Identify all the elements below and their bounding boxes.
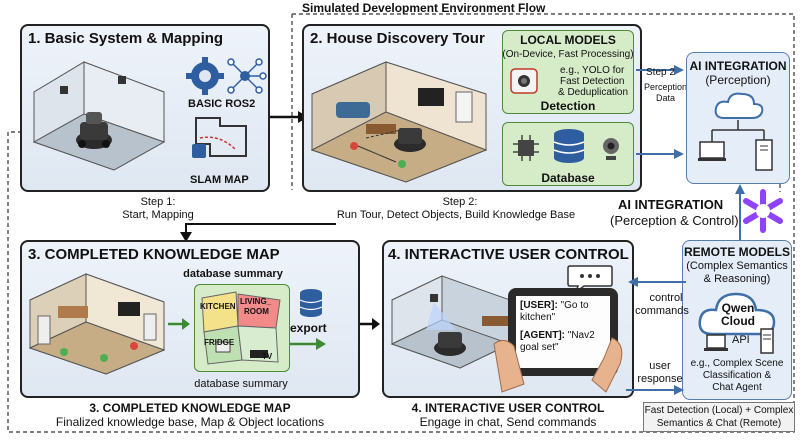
- robot-room-illustration: [390, 275, 512, 369]
- slam-map-label: SLAM MAP: [190, 174, 249, 186]
- arrow-panel2-to-panel3: [180, 223, 336, 242]
- chat-user-line2: kitchen": [520, 312, 556, 323]
- semantic-room-map: [201, 291, 281, 365]
- network-computers-icon: [698, 120, 773, 171]
- yolo-line2: Fast Detection: [560, 76, 625, 87]
- remote-models-sub1: (Complex Semantics: [686, 260, 788, 272]
- diagram-title: Simulated Development Environment Flow: [302, 1, 546, 15]
- arrow-remote-to-ai: [735, 184, 745, 242]
- export-database-icon: [299, 289, 323, 317]
- panel4-caption-sub: Engage in chat, Send commands: [419, 415, 597, 429]
- chat-user-msg1: "Go to: [557, 300, 589, 311]
- chat-agent-line1: [AGENT]: "Nav2: [520, 330, 595, 342]
- map-fridge-label: FRIDGE: [204, 338, 235, 347]
- local-models-title: LOCAL MODELS: [520, 33, 616, 47]
- qwen-cloud-line1: Qwen: [721, 301, 755, 315]
- yolo-line1: e.g., YOLO for: [560, 65, 625, 76]
- camera-icon: [510, 68, 538, 94]
- remote-models-title: REMOTE MODELS: [683, 245, 790, 259]
- slam-map-icon: [192, 117, 247, 158]
- ai-integration-mid-subtitle: (Perception & Control): [610, 213, 739, 228]
- panel3-title: 3. COMPLETED KNOWLEDGE MAP: [28, 246, 280, 263]
- map-living-label-1: LIVING_: [240, 297, 272, 306]
- arrow-user-response: [626, 385, 684, 395]
- chat-user-line1: [USER]: "Go to: [520, 300, 589, 312]
- basic-ros2-label: BASIC ROS2: [188, 98, 256, 110]
- panel4-title: 4. INTERACTIVE USER CONTROL: [388, 246, 629, 263]
- map-tv-label: TV: [262, 352, 273, 361]
- chat-agent-tag: [AGENT]:: [520, 330, 565, 341]
- map-kitchen-label: KITCHEN: [200, 302, 236, 311]
- ai-integration-subtitle: (Perception): [705, 73, 771, 87]
- step2-line2: Run Tour, Detect Objects, Build Knowledg…: [336, 209, 576, 221]
- api-label: API: [732, 334, 750, 346]
- footer-note: [643, 402, 795, 432]
- network-nodes-icon: [227, 58, 267, 94]
- user-response-line1: user: [649, 360, 671, 372]
- remote-models-sub2: & Reasoning): [703, 273, 771, 285]
- tablet-hands-illustration: [493, 288, 623, 393]
- qwen-logo-icon: [743, 189, 783, 233]
- living-room-illustration: [310, 61, 488, 183]
- arrow-control-commands: [628, 277, 686, 287]
- db-summary-bottom: database summary: [194, 378, 288, 390]
- gear-icon: [186, 57, 224, 95]
- ai-integration-title: AI INTEGRATION: [689, 59, 787, 73]
- qwen-cloud-icon: [698, 292, 776, 336]
- panel1-title: 1. Basic System & Mapping: [28, 30, 224, 47]
- cpu-chip-icon: [513, 135, 539, 161]
- step1-line2: Start, Mapping: [122, 209, 194, 221]
- server-icon: [760, 328, 774, 354]
- step2-line1: Step 2:: [442, 196, 478, 208]
- map-living-label-2: ROOM: [244, 307, 269, 316]
- ai-integration-mid-title: AI INTEGRATION: [618, 197, 724, 212]
- local-models-subtitle: (On-Device, Fast Processing): [502, 49, 634, 60]
- remote-eg-line3: Chat Agent: [712, 382, 762, 393]
- remote-eg-line1: e.g., Complex Scene: [690, 358, 784, 369]
- remote-eg-line2: Classification &: [702, 370, 772, 381]
- panel3-caption-sub: Finalized knowledge base, Map & Object l…: [55, 415, 325, 429]
- cloud-icon: [714, 92, 764, 119]
- yolo-line3: & Deduplication: [558, 87, 629, 98]
- chat-agent-msg1: "Nav2: [565, 330, 595, 341]
- kitchen-illustration: [28, 273, 166, 375]
- laptop-icon: [704, 334, 728, 351]
- arrow-detection-to-ai: [636, 65, 684, 75]
- arrow-map-to-export: [290, 338, 326, 350]
- panel3-caption-title: 3. COMPLETED KNOWLEDGE MAP: [89, 401, 291, 415]
- panel2-title: 2. House Discovery Tour: [310, 30, 485, 47]
- qwen-cloud-line2: Cloud: [721, 314, 755, 328]
- export-label: export: [290, 321, 327, 335]
- database-label: Database: [541, 171, 595, 185]
- webcam-icon: [603, 138, 619, 160]
- arrow-panel3-to-panel4: [360, 318, 380, 330]
- db-summary-top: database summary: [183, 268, 283, 280]
- panel4-caption-title: 4. INTERACTIVE USER CONTROL: [411, 401, 605, 415]
- control-commands-line1: control: [649, 292, 683, 304]
- detection-label: Detection: [540, 99, 596, 113]
- chat-agent-line2: goal set": [520, 342, 559, 353]
- room-illustration: [32, 61, 166, 171]
- step1-line1: Step 1:: [140, 196, 176, 208]
- arrow-database-to-ai: [636, 149, 684, 159]
- footer-line1: Fast Detection (Local) + Complex: [644, 405, 794, 416]
- database-icon: [553, 129, 585, 163]
- footer-line2: Semantics & Chat (Remote): [656, 418, 782, 429]
- control-commands-line2: commands: [635, 305, 689, 317]
- step2-arrow-label: Step 2: [646, 67, 675, 78]
- arrow-kitchen-to-map: [168, 318, 190, 330]
- chat-user-tag: [USER]:: [520, 300, 558, 311]
- user-response-line2: response: [637, 373, 683, 385]
